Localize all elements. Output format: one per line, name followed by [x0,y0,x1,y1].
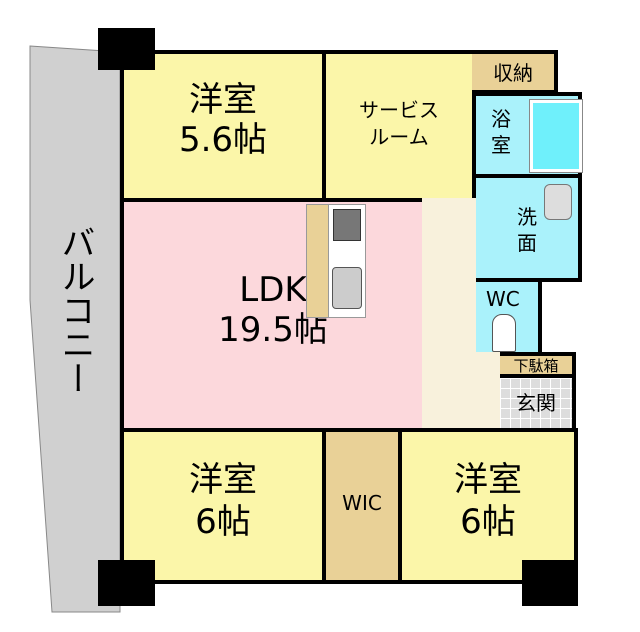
bathroom: 浴 室 [472,92,583,178]
storage-label: 収納 [493,61,533,85]
service-room: サービス ルーム [322,50,476,202]
room-size: 5.6帖 [178,120,268,160]
wic: WIC [322,428,402,584]
wc: WC [472,278,542,356]
storage: 収納 [472,50,558,94]
shoebox-label: 下駄箱 [513,357,559,375]
ldk: LDK 19.5帖 [120,198,426,432]
bathtub [529,99,583,173]
hallway [422,198,476,432]
balcony-label: バルコニー [55,225,95,395]
western-room-1: 洋室 5.6帖 [120,50,326,202]
hallway-lower [472,352,502,432]
wash-line2: 面 [517,231,537,255]
wic-label: WIC [342,491,382,515]
room-name-line2: ルーム [369,125,429,149]
sink-icon [544,184,572,220]
wash-line1: 洗 [517,205,537,229]
pillar [98,28,155,70]
shoe-box: 下駄箱 [500,352,576,378]
washroom: 洗 面 [472,174,582,282]
entrance: 玄関 [500,374,576,432]
kitchen-unit [328,204,366,318]
room-name: 洋室 [454,460,522,500]
western-room-3: 洋室 6帖 [398,428,578,584]
room-name: 洋室 [189,80,257,120]
stove-icon [333,209,361,241]
wc-label: WC [486,287,520,311]
room-size: 6帖 [460,502,516,542]
entrance-label: 玄関 [516,391,556,415]
bath-line1: 浴 [491,107,511,131]
room-size: 6帖 [195,502,251,542]
toilet-icon [492,314,516,352]
room-size: 19.5帖 [218,310,328,350]
room-name: LDK [239,270,307,310]
kitchen-sink-icon [332,267,362,309]
room-name: 洋室 [189,460,257,500]
pillar [98,560,155,606]
bath-line2: 室 [491,133,511,157]
pillar [522,560,578,606]
kitchen-counter [306,204,330,318]
room-name-line1: サービス [359,98,439,122]
